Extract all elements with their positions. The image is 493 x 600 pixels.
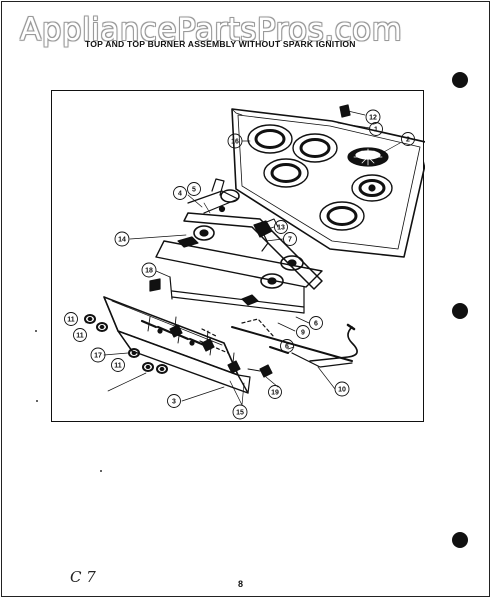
callout-number: 13 <box>277 225 285 232</box>
cooktop-panel <box>231 108 425 258</box>
top-clip <box>339 104 351 118</box>
callout-circle <box>232 404 248 420</box>
callout-number: 11 <box>67 317 75 324</box>
callout-number: 5 <box>192 187 196 194</box>
callout-circle <box>90 347 106 363</box>
scan-speck <box>100 470 102 472</box>
callout-number: 15 <box>236 410 244 417</box>
watermark: AppliancePartsPros.com <box>20 12 403 48</box>
callout-circle <box>274 220 288 234</box>
page-number: 8 <box>238 579 244 589</box>
handwritten-mark: C 7 <box>70 568 96 586</box>
callout-number: 11 <box>76 333 84 340</box>
burner-ring <box>292 133 338 163</box>
burner-valve <box>169 316 241 374</box>
callout-number: 4 <box>178 191 182 198</box>
callout-number: 6 <box>314 321 318 328</box>
callout-number: 19 <box>271 390 279 397</box>
callout-circle <box>268 385 282 399</box>
callout-circle <box>365 109 381 125</box>
exploded-view-diagram: 12 1 2 16 4 5 13 7 14 18 6 9 6 10 19 15 … <box>51 90 425 422</box>
callout-circle <box>309 316 323 330</box>
callout-circle <box>64 312 78 326</box>
callout-circle <box>227 133 243 149</box>
punch-hole-middle <box>452 303 468 319</box>
page-title: TOP AND TOP BURNER ASSEMBLY WITHOUT SPAR… <box>85 39 356 49</box>
manifold-pipe <box>199 318 353 368</box>
punch-hole-bottom <box>452 532 468 548</box>
callout-number: 1 <box>374 127 378 134</box>
callout-circle <box>296 325 310 339</box>
callout-number: 2 <box>406 137 410 144</box>
punch-hole-top <box>452 72 468 88</box>
burner-manifold-assembly <box>155 178 323 314</box>
control-panel <box>103 296 251 394</box>
burner-ring <box>351 174 393 202</box>
control-knob <box>128 348 140 358</box>
scan-speck <box>36 400 38 402</box>
control-knob <box>156 364 168 374</box>
burner-ring <box>319 201 365 231</box>
orifice-fitting <box>247 364 273 378</box>
burner-ring <box>247 124 293 154</box>
callout-number: 18 <box>145 268 153 275</box>
burner-ring <box>263 158 309 188</box>
gas-valve <box>253 218 279 238</box>
callout-circle <box>369 122 383 136</box>
callout-number: 10 <box>338 387 346 394</box>
callout-number: 6 <box>285 344 289 351</box>
callout-number: 11 <box>114 363 122 370</box>
callout-number: 14 <box>118 237 126 244</box>
callout-circle <box>173 186 187 200</box>
callout-number: 7 <box>288 237 292 244</box>
callout-circle <box>73 328 87 342</box>
callout-number: 12 <box>369 115 377 122</box>
control-knob <box>84 314 96 324</box>
callout-number: 3 <box>172 399 176 406</box>
gas-supply-line <box>269 323 358 362</box>
callout-circle <box>187 182 201 196</box>
callout-circle <box>114 231 130 247</box>
leader-lines <box>85 110 401 406</box>
control-knob <box>142 362 154 372</box>
callout-circle <box>334 381 350 397</box>
callout-circle <box>141 262 157 278</box>
callout-circle <box>167 394 181 408</box>
mounting-bracket <box>149 278 161 292</box>
burner-head <box>347 147 389 167</box>
callout-circle <box>280 339 294 353</box>
scan-speck <box>35 330 37 332</box>
callout-number: 16 <box>231 139 239 146</box>
callout-number: 9 <box>301 330 305 337</box>
callout-circle <box>283 232 297 246</box>
callout-circle <box>111 358 125 372</box>
control-knob <box>96 322 108 332</box>
callout-number: 17 <box>94 353 102 360</box>
callout-circle <box>401 132 415 146</box>
